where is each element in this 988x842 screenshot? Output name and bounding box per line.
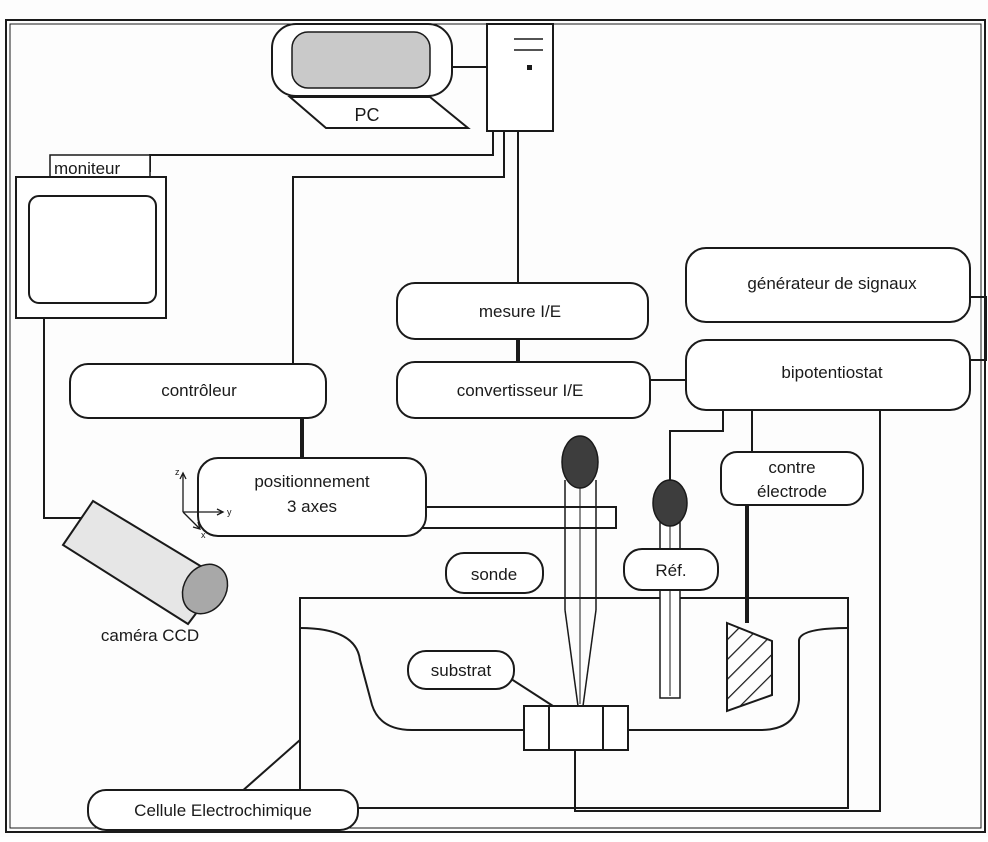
cellule-label-box [87,789,359,831]
cellule-frame [299,597,849,809]
camera-label: caméra CCD [101,626,199,645]
probe-sonde [561,435,599,707]
moniteur-label: moniteur [54,159,120,178]
bipotentiostat-box [685,339,971,411]
outer-frame-inner [9,23,982,829]
contre-label-2: électrode [757,482,827,501]
mesure-box [396,282,649,340]
positionneur: positionnement 3 axes [197,457,617,537]
bipotentiostat-label: bipotentiostat [781,363,882,382]
convertisseur-label: convertisseur I/E [457,381,584,400]
wire-bipot-ref [669,410,724,485]
contre-electrode-plate [726,621,773,713]
wire-tower-controller [292,131,505,364]
positionneur-box [197,457,427,537]
probe-head [561,435,599,489]
pc-keyboard [287,96,471,129]
pc-tower-led [527,65,532,70]
convertisseur-box [396,361,651,419]
positionneur-label-2: 3 axes [287,497,337,516]
pc: PC [271,23,554,132]
pc-label: PC [354,105,379,125]
axis-indicator [179,471,225,530]
controleur-label: contrôleur [161,381,237,400]
sonde-label: sonde [471,565,517,584]
wire-bipot-substrat [574,410,881,812]
outer-frame [5,19,986,833]
sonde-label-box [445,552,544,594]
cellule-leader [239,739,301,794]
positionneur-arm [419,506,617,529]
pc-tower [486,23,554,132]
substrat-plate [523,705,629,751]
camera-lens [181,563,229,615]
substrat-label-box [407,650,515,690]
cellule-liquid-outline [299,627,849,731]
controleur-box [69,363,327,419]
generateur-label: générateur de signaux [747,274,917,293]
cellule-label: Cellule Electrochimique [134,801,312,820]
axis-x-label: x [201,530,206,540]
wire-tower-monitor [149,131,494,172]
ref-label: Réf. [655,561,686,580]
axis-z-label: z [175,467,180,477]
camera-ccd [61,499,229,626]
moniteur: moniteur [15,154,167,319]
connection-wires [43,66,987,812]
generateur-box [685,247,971,323]
moniteur-screen [28,195,157,304]
mesure-label: mesure I/E [479,302,561,321]
ref-head [652,479,688,527]
pc-screen [291,31,431,89]
substrat-leader [504,674,554,707]
contre-label-1: contre [768,458,815,477]
ref-label-box [623,548,719,591]
wire-monitor-camera [43,318,85,519]
positionneur-label-1: positionnement [254,472,370,491]
axis-y-label: y [227,507,232,517]
substrat-label: substrat [431,661,492,680]
wire-generator-bipotentiostat [970,296,987,361]
contre-electrode-box [720,451,864,506]
